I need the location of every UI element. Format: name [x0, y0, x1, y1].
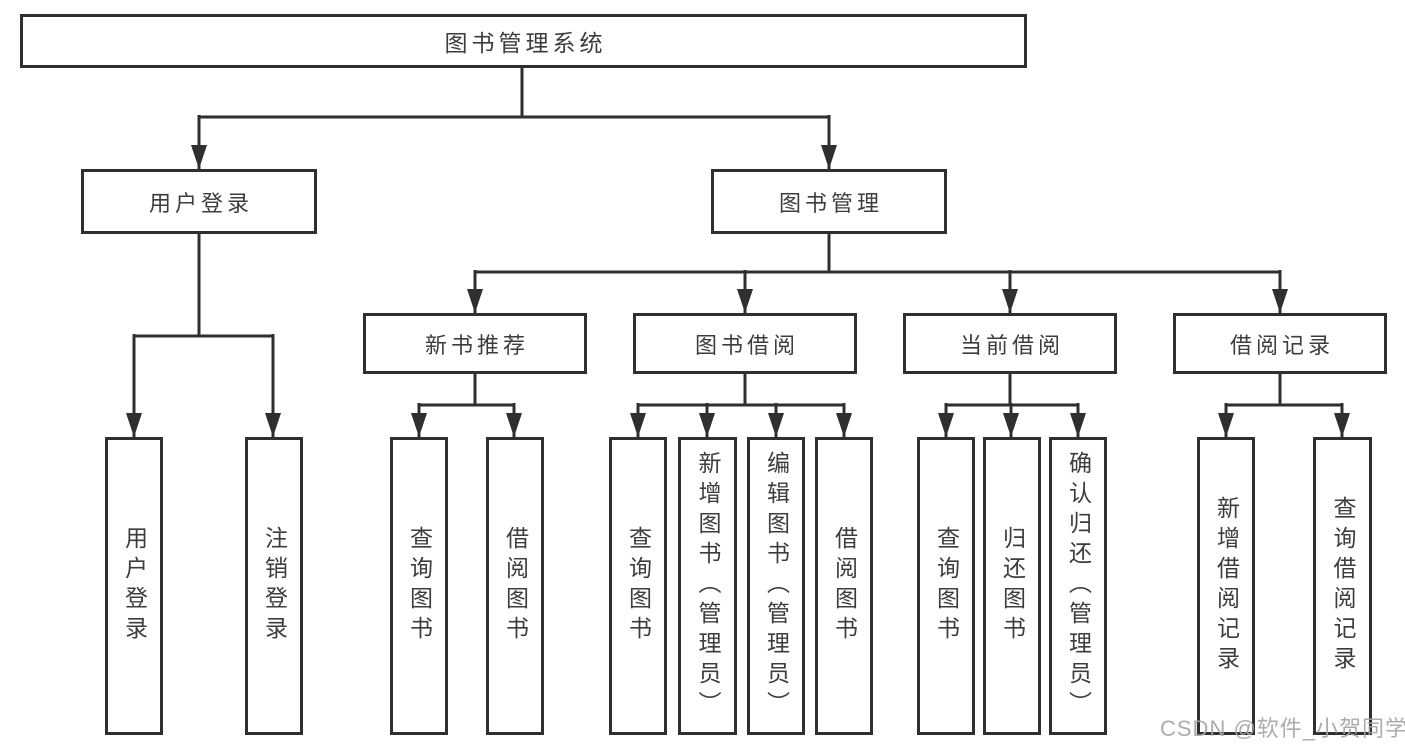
node-book-borrowing: 图书借阅 [633, 313, 857, 374]
leaf-borrow-add-books-admin: 新增图书（管理员） [678, 437, 737, 735]
csdn-watermark: CSDN @软件_小贺同学 [1160, 716, 1405, 741]
leaf-borrow-edit-books-admin-label: 编辑图书（管理员） [763, 451, 790, 721]
node-new-book-recommend: 新书推荐 [363, 313, 587, 374]
node-root-label: 图书管理系统 [444, 30, 607, 56]
leaf-logout: 注销登录 [245, 437, 303, 735]
node-user-login-label: 用户登录 [148, 190, 253, 216]
leaf-records-add-record-label: 新增借阅记录 [1213, 496, 1240, 676]
leaf-user-login-label: 用户登录 [121, 526, 148, 646]
leaf-recommend-query-books: 查询图书 [390, 437, 448, 735]
connector-login-children [126, 232, 281, 437]
leaf-logout-label: 注销登录 [261, 526, 288, 646]
node-book-management-label: 图书管理 [778, 190, 883, 216]
leaf-recommend-borrow-books: 借阅图书 [486, 437, 544, 735]
node-root: 图书管理系统 [20, 14, 1027, 68]
leaf-records-query-record: 查询借阅记录 [1313, 437, 1372, 735]
leaf-borrow-add-books-admin-label: 新增图书（管理员） [695, 451, 721, 721]
leaf-current-return-books-label: 归还图书 [999, 526, 1026, 646]
connector-recommend-children [411, 372, 522, 437]
leaf-recommend-query-books-label: 查询图书 [406, 526, 433, 646]
leaf-borrow-borrow-books-label: 借阅图书 [831, 526, 858, 646]
node-book-management: 图书管理 [711, 169, 947, 234]
node-new-book-recommend-label: 新书推荐 [424, 332, 529, 358]
node-book-borrowing-label: 图书借阅 [694, 332, 799, 358]
leaf-current-return-books: 归还图书 [983, 437, 1041, 735]
node-user-login: 用户登录 [81, 169, 317, 234]
leaf-records-add-record: 新增借阅记录 [1197, 437, 1255, 735]
leaf-current-confirm-return-admin-label: 确认归还（管理员） [1065, 451, 1092, 721]
node-current-borrowing-label: 当前借阅 [959, 332, 1064, 358]
connector-current-children [938, 372, 1086, 437]
connector-records-children [1218, 372, 1350, 437]
connector-root-to-level2 [191, 66, 837, 169]
leaf-current-confirm-return-admin: 确认归还（管理员） [1049, 437, 1107, 735]
leaf-borrow-query-books: 查询图书 [609, 437, 667, 735]
leaf-current-query-books-label: 查询图书 [933, 526, 960, 646]
connector-mgmt-children [467, 232, 1288, 313]
connector-borrow-children [630, 372, 852, 437]
leaf-recommend-borrow-books-label: 借阅图书 [502, 526, 529, 646]
leaf-borrow-query-books-label: 查询图书 [625, 526, 652, 646]
leaf-current-query-books: 查询图书 [917, 437, 975, 735]
leaf-user-login: 用户登录 [105, 437, 163, 735]
leaf-borrow-edit-books-admin: 编辑图书（管理员） [747, 437, 805, 735]
node-current-borrowing: 当前借阅 [903, 313, 1117, 374]
node-borrowing-records: 借阅记录 [1173, 313, 1387, 374]
leaf-records-query-record-label: 查询借阅记录 [1330, 496, 1356, 676]
node-borrowing-records-label: 借阅记录 [1229, 332, 1334, 358]
leaf-borrow-borrow-books: 借阅图书 [815, 437, 873, 735]
